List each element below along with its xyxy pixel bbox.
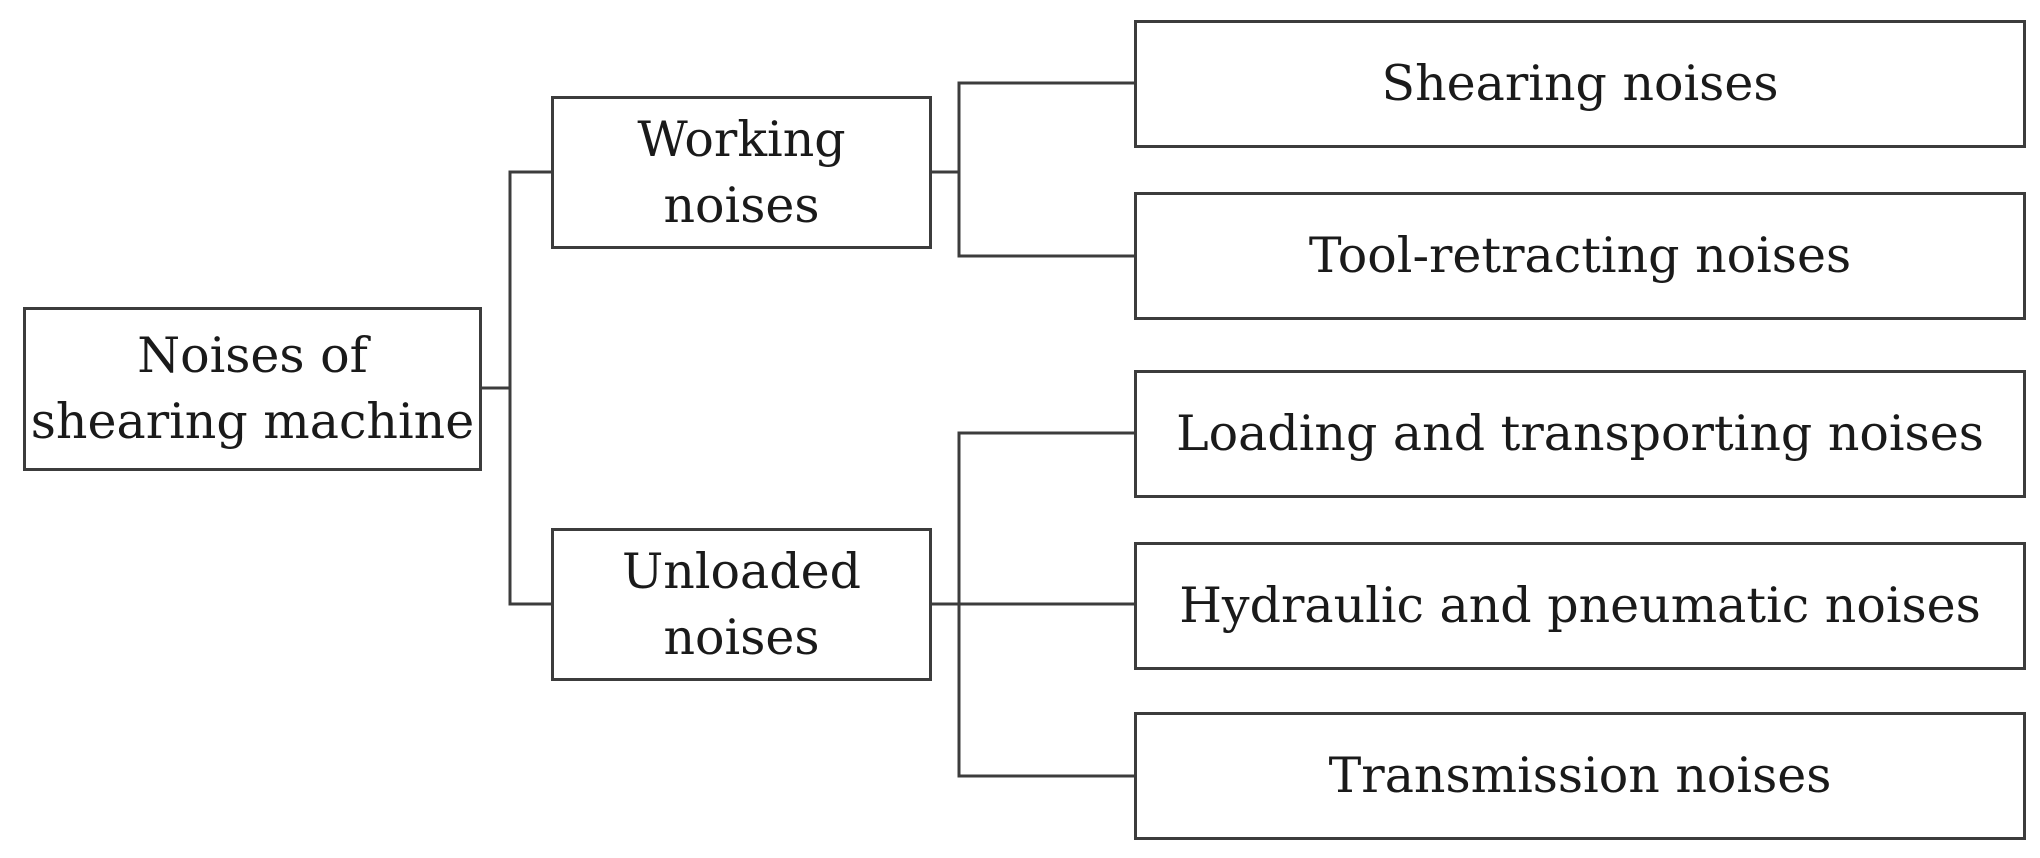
- root-label-line1: Noises of: [137, 327, 368, 384]
- working-noises-node: Working noises: [551, 96, 932, 249]
- leaf-shearing-noises: Shearing noises: [1134, 20, 2026, 148]
- leaf-label: Transmission noises: [1328, 747, 1832, 804]
- root-node: Noises of shearing machine: [23, 307, 482, 471]
- unloaded-label-line1: Unloaded: [622, 542, 861, 600]
- leaf-tool-retracting-noises: Tool-retracting noises: [1134, 192, 2026, 320]
- unloaded-label-line2: noises: [663, 608, 820, 666]
- leaf-label: Shearing noises: [1381, 55, 1779, 112]
- leaf-label: Hydraulic and pneumatic noises: [1179, 577, 1981, 634]
- leaf-transmission-noises: Transmission noises: [1134, 712, 2026, 840]
- leaf-loading-transporting-noises: Loading and transporting noises: [1134, 370, 2026, 498]
- working-label-line2: noises: [663, 176, 820, 234]
- unloaded-noises-node: Unloaded noises: [551, 528, 932, 681]
- root-label-line2: shearing machine: [30, 393, 475, 450]
- working-label-line1: Working: [637, 110, 846, 168]
- leaf-hydraulic-pneumatic-noises: Hydraulic and pneumatic noises: [1134, 542, 2026, 670]
- leaf-label: Loading and transporting noises: [1176, 405, 1984, 462]
- leaf-label: Tool-retracting noises: [1308, 227, 1852, 284]
